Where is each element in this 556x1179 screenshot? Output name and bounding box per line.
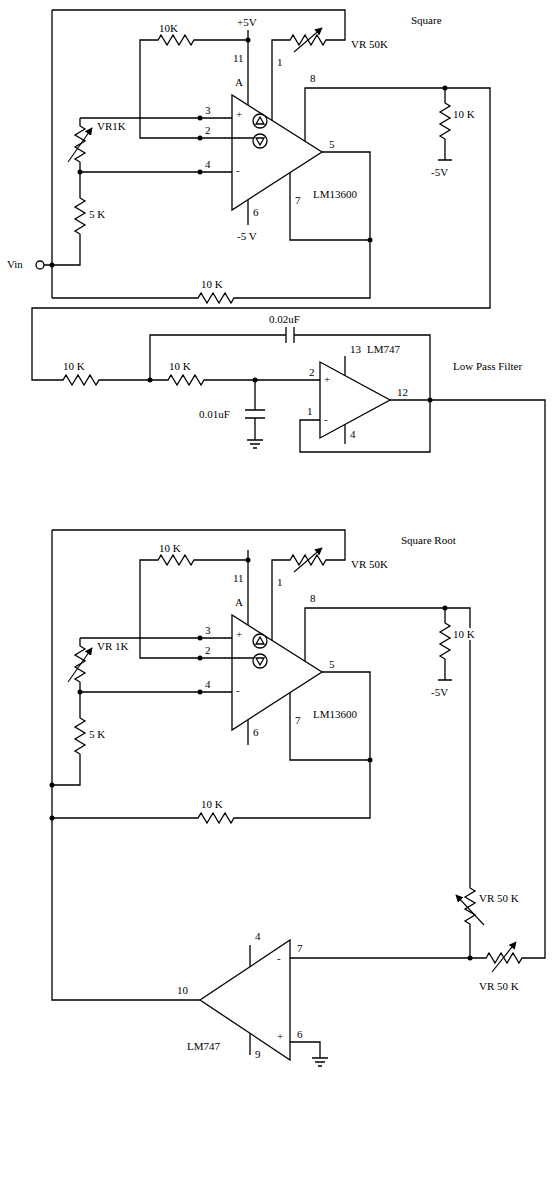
circuit-label: 0.01uF (198, 408, 231, 420)
circuit-label: + (235, 108, 243, 120)
circuit-label: Low Pass Filter (452, 360, 523, 372)
circuit-label: LM747 (186, 1040, 221, 1052)
opamp-triangle (320, 362, 390, 438)
circuit-label: 12 (396, 386, 409, 398)
circuit-label: 1 (276, 576, 284, 588)
junction-dot (428, 398, 433, 403)
circuit-label: Square (410, 14, 443, 26)
wire (52, 530, 478, 1000)
circuit-label: 5 K (88, 208, 106, 220)
circuit-label: LM13600 (312, 708, 358, 720)
circuit-label: LM747 (366, 343, 401, 355)
circuit-label: 10 K (200, 798, 224, 810)
input-terminal (36, 261, 44, 269)
circuit-label: 0.02uF (268, 313, 301, 325)
resistor-symbol (55, 375, 107, 385)
circuit-label: 8 (309, 592, 317, 604)
circuit-label: 8 (309, 72, 317, 84)
circuit-label: 10 K (200, 278, 224, 290)
square-root-stage (50, 530, 453, 823)
circuit-label: 6 (252, 206, 260, 218)
circuit-label: LM13600 (312, 188, 358, 200)
circuit-label: 10 K (158, 542, 182, 554)
circuit-label: -5 V (236, 230, 258, 242)
circuit-label: 10 (176, 984, 189, 996)
circuit-label: 2 (204, 124, 212, 136)
circuit-label: 4 (254, 930, 262, 942)
wire (107, 327, 545, 958)
circuit-label: A (234, 76, 244, 88)
circuit-label: 7 (294, 714, 302, 726)
circuit-label: 5 (328, 658, 336, 670)
circuit-label: 6 (252, 726, 260, 738)
circuit-label: - (235, 164, 241, 176)
circuit-label: 10 K (168, 360, 192, 372)
circuit-label: 2 (308, 366, 316, 378)
circuit-label: 11 (232, 572, 245, 584)
circuit-label: VR 50 K (478, 892, 520, 904)
circuit-label: 4 (204, 158, 212, 170)
circuit-label: 4 (349, 428, 357, 440)
circuit-label: 11 (232, 52, 245, 64)
circuit-label: 4 (204, 678, 212, 690)
circuit-label: 6 (296, 1028, 304, 1040)
circuit-label: +5V (236, 16, 258, 28)
circuit-label: -5V (430, 166, 449, 178)
circuit-label: 2 (204, 644, 212, 656)
circuit-label: VR 50 K (478, 980, 520, 992)
circuit-label: VR 1K (96, 640, 129, 652)
circuit-label: + (276, 1030, 284, 1042)
circuit-label: 7 (296, 942, 304, 954)
ground-symbol (312, 1058, 328, 1066)
circuit-label: A (234, 596, 244, 608)
circuit-label: 1 (306, 405, 314, 417)
circuit-label: - (276, 952, 282, 964)
circuit-label: 7 (294, 194, 302, 206)
circuit-label: 13 (349, 343, 362, 355)
circuit-label: 10 K (62, 360, 86, 372)
circuit-label: Vin (6, 258, 24, 270)
circuit-label: Square Root (400, 534, 457, 546)
circuit-label: VR1K (96, 120, 127, 132)
junction-dot (468, 956, 473, 961)
resistor-symbol (160, 375, 212, 385)
circuit-label: -5V (430, 686, 449, 698)
circuit-label: 1 (276, 56, 284, 68)
square-stage (50, 10, 453, 303)
circuit-label: 10 K (452, 628, 476, 640)
circuit-label: + (235, 628, 243, 640)
wire (250, 945, 320, 1058)
junction-dot (50, 816, 55, 821)
circuit-label: 5 (328, 138, 336, 150)
circuit-label: 10K (158, 22, 179, 34)
ground-symbol (247, 440, 263, 448)
wiper-arrow (492, 942, 516, 972)
circuit-label: 3 (204, 624, 212, 636)
circuit-label: 3 (204, 104, 212, 116)
circuit-label: - (235, 684, 241, 696)
circuit-label: - (323, 413, 329, 425)
junction-dot (253, 378, 258, 383)
circuit-label: VR 50K (350, 558, 389, 570)
circuit-label: 9 (254, 1048, 262, 1060)
junction-dot (148, 378, 153, 383)
circuit-label: + (323, 373, 331, 385)
circuit-label: VR 50K (350, 38, 389, 50)
circuit-label: 10 K (452, 108, 476, 120)
wire (32, 10, 490, 380)
circuit-label: 5 K (88, 728, 106, 740)
variable-resistor (478, 953, 530, 963)
